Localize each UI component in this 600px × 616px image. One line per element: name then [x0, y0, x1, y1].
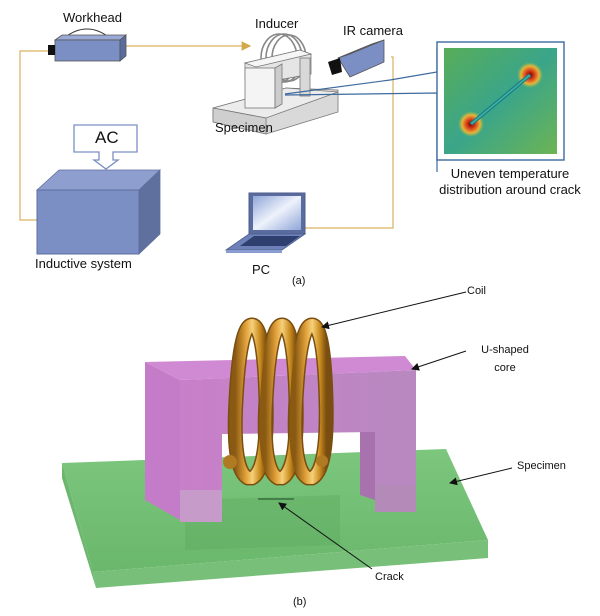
- caption-b: (b): [293, 596, 307, 608]
- label-pc: PC: [252, 262, 271, 277]
- label-specimen-b: Specimen: [517, 460, 566, 472]
- label-core-1: U-shaped: [481, 344, 529, 356]
- pc-laptop: [224, 192, 307, 253]
- label-core-2: core: [494, 362, 516, 374]
- label-specimen-a: Specimen: [215, 120, 273, 135]
- label-thermal-caption-1: Uneven temperature: [450, 166, 570, 181]
- thermal-image: [436, 41, 565, 161]
- ir-camera-device: [328, 39, 385, 78]
- wire-inductive-to-workhead: [19, 50, 48, 221]
- inducer-device: [212, 33, 339, 135]
- label-ac: AC: [95, 128, 119, 147]
- label-inducer: Inducer: [255, 16, 299, 31]
- workhead-device: [48, 28, 128, 62]
- arrow-crack: [278, 502, 373, 570]
- coil: [223, 317, 334, 486]
- label-workhead: Workhead: [63, 10, 123, 25]
- inductive-system-device: [35, 169, 161, 255]
- wire-camera-to-pc: [305, 56, 394, 229]
- arrow-specimen: [449, 467, 513, 486]
- arrow-coil: [321, 291, 467, 330]
- ac-source: [73, 124, 138, 170]
- arrow-core: [411, 350, 467, 371]
- annotation-arrows: [278, 291, 513, 570]
- label-inductive-system: Inductive system: [35, 256, 132, 271]
- label-ir-camera: IR camera: [343, 23, 403, 38]
- wires: [19, 41, 394, 229]
- label-coil: Coil: [467, 285, 486, 297]
- label-crack: Crack: [375, 571, 404, 583]
- label-thermal-caption-2: distribution around crack: [439, 182, 581, 197]
- caption-a: (a): [292, 275, 306, 287]
